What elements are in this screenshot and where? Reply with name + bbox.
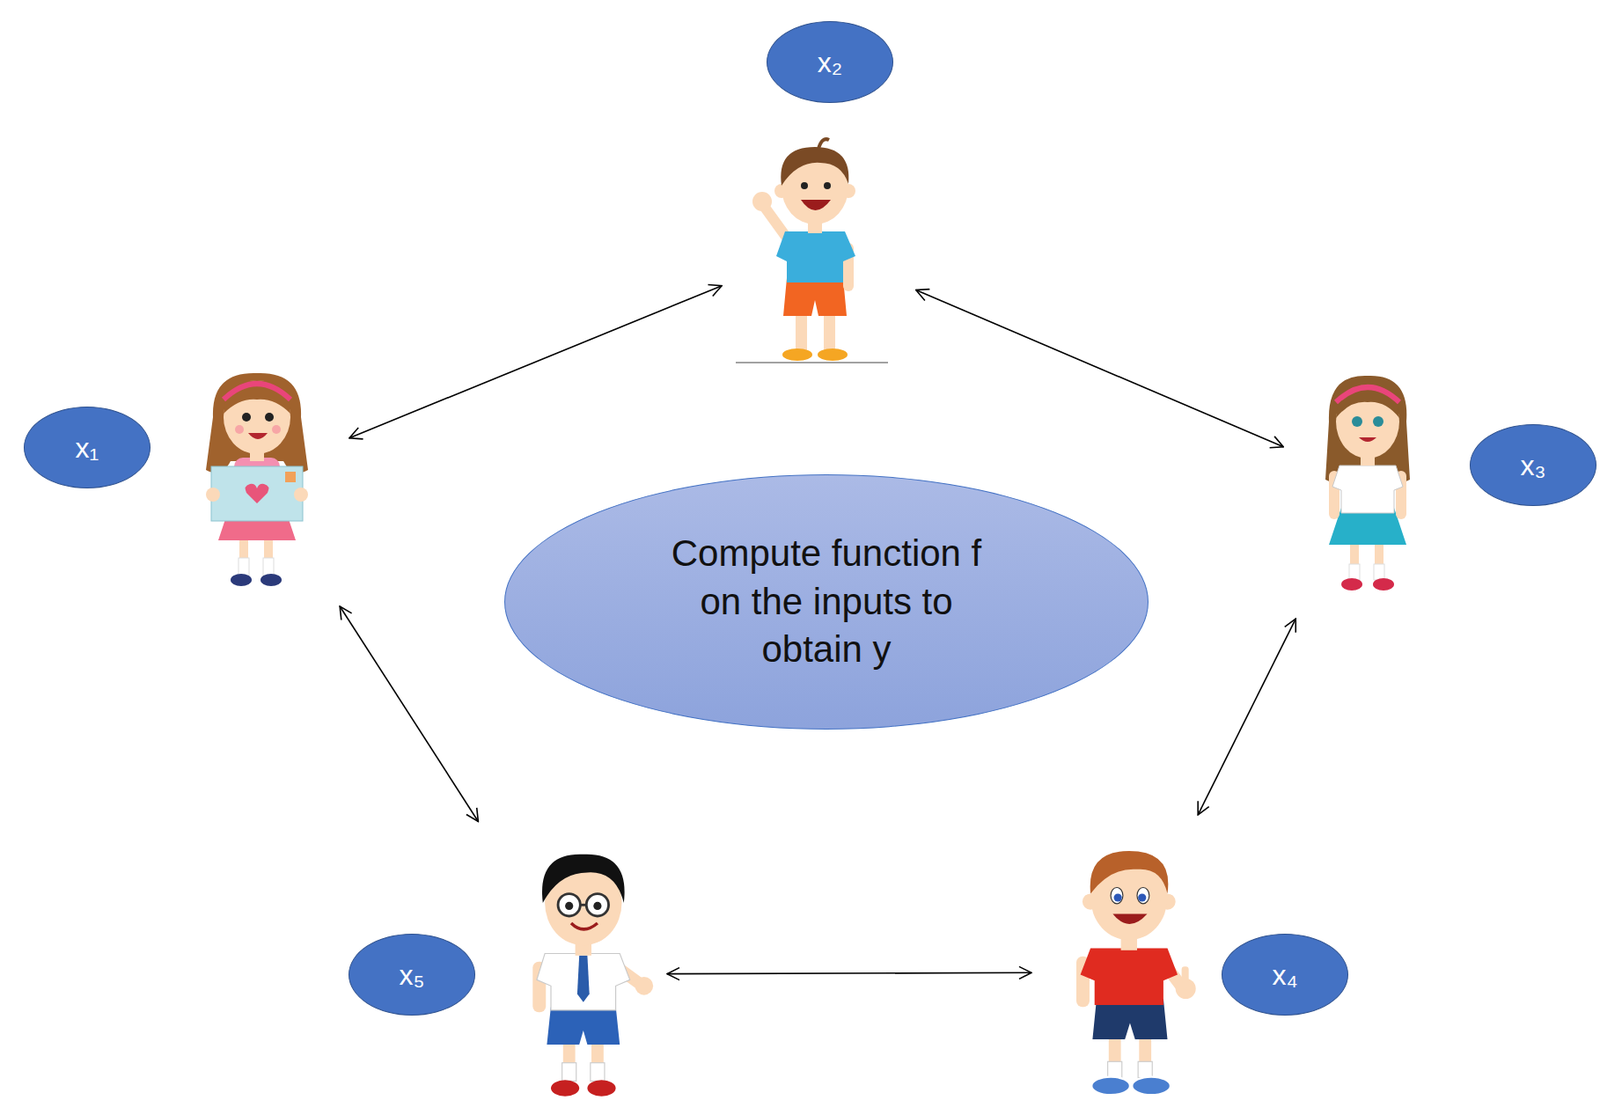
illustration-part — [230, 573, 252, 587]
thumbs-up-boy — [1076, 851, 1197, 1095]
illustration-part — [782, 348, 813, 361]
illustration-part — [590, 1063, 605, 1082]
illustration-part — [577, 955, 590, 1003]
illustration-part — [234, 425, 244, 434]
double-arrow — [916, 290, 1284, 448]
double-arrow — [339, 606, 478, 823]
illustration-part — [1341, 578, 1363, 591]
girl-with-card — [205, 373, 309, 587]
illustration-part — [1092, 998, 1167, 1040]
illustration-part — [1351, 416, 1363, 427]
illustration-part — [238, 557, 250, 576]
input-ellipse: x₅ — [348, 933, 476, 1016]
illustration-part — [245, 484, 270, 504]
illustration-part — [223, 380, 291, 414]
illustration-part — [1137, 893, 1146, 902]
input-label: x₂ — [817, 48, 843, 77]
illustration-part — [565, 902, 573, 911]
party-node: x₅ — [348, 842, 643, 1108]
input-ellipse: x₃ — [1469, 424, 1597, 507]
illustration-part — [293, 487, 309, 502]
illustration-part — [593, 902, 602, 911]
illustration-part — [823, 182, 831, 190]
illustration-part — [800, 182, 808, 190]
illustration-part — [542, 854, 625, 903]
input-ellipse: x₁ — [23, 406, 151, 489]
illustration-part — [271, 425, 281, 434]
illustration-part — [205, 373, 309, 473]
illustration-part — [780, 146, 849, 186]
illustration-part — [817, 348, 848, 361]
double-arrow — [1197, 618, 1296, 815]
illustration-part — [285, 471, 296, 483]
illustration-part — [1137, 1061, 1153, 1078]
illustration-part — [1131, 1077, 1171, 1096]
illustration-part — [223, 380, 291, 455]
illustration-part — [571, 923, 598, 930]
function-ellipse: Compute function f on the inputs to obta… — [504, 474, 1149, 730]
illustration-part — [1090, 851, 1169, 894]
illustration-part — [579, 903, 587, 907]
illustration-part — [1114, 893, 1123, 902]
illustration-part — [546, 1005, 620, 1045]
illustration-part — [1332, 465, 1403, 514]
illustration-part — [562, 1063, 577, 1082]
illustration-part — [242, 412, 251, 422]
illustration-part — [1137, 888, 1150, 904]
illustration-part — [550, 1079, 580, 1096]
illustration-part — [1373, 564, 1385, 580]
illustration-part — [223, 383, 291, 400]
illustration-part — [1372, 578, 1395, 591]
illustration-part — [263, 557, 274, 576]
illustration-part — [1335, 387, 1400, 403]
illustration-part — [634, 976, 654, 996]
input-label: x₃ — [1519, 451, 1546, 480]
illustration-part — [1112, 913, 1147, 925]
illustration-part — [248, 433, 268, 440]
illustration-part — [587, 1079, 616, 1096]
illustration-part — [1335, 384, 1400, 459]
illustration-part — [1108, 1061, 1123, 1078]
input-label: x₄ — [1271, 961, 1298, 990]
illustration-part — [1091, 1077, 1131, 1096]
illustration-part — [205, 487, 221, 502]
illustration-part — [818, 139, 830, 149]
illustration-part — [1372, 416, 1384, 427]
double-arrow — [349, 286, 722, 439]
function-text: Compute function f on the inputs to obta… — [650, 529, 1003, 675]
input-ellipse: x₂ — [766, 21, 894, 103]
illustration-part — [735, 362, 889, 364]
illustration-part — [586, 894, 609, 917]
illustration-part — [557, 894, 580, 917]
illustration-part — [800, 199, 831, 211]
double-arrow — [667, 972, 1032, 974]
illustration-part — [1110, 888, 1123, 904]
input-label: x₅ — [399, 961, 426, 990]
illustration-part — [264, 412, 274, 422]
illustration-part — [1080, 948, 1178, 1006]
party-node: x₂ — [744, 21, 894, 363]
illustration-part — [783, 278, 847, 316]
illustration-part — [1358, 437, 1377, 442]
party-node: x₁ — [23, 362, 327, 590]
illustration-part — [211, 466, 303, 522]
illustration-part — [536, 954, 631, 1011]
girl-teal-skirt — [1325, 375, 1410, 591]
party-node: x₄ — [1056, 836, 1349, 1108]
illustration-part — [752, 191, 772, 212]
illustration-part — [1181, 966, 1189, 983]
illustration-part — [1349, 564, 1360, 580]
illustration-part — [260, 573, 282, 587]
input-ellipse: x₄ — [1221, 933, 1349, 1016]
illustration-part — [1335, 384, 1400, 419]
illustration-part — [776, 231, 856, 283]
boy-with-glasses — [532, 854, 654, 1097]
input-label: x₁ — [75, 433, 100, 463]
waving-boy — [735, 139, 889, 363]
party-node: x₃ — [1306, 366, 1597, 597]
